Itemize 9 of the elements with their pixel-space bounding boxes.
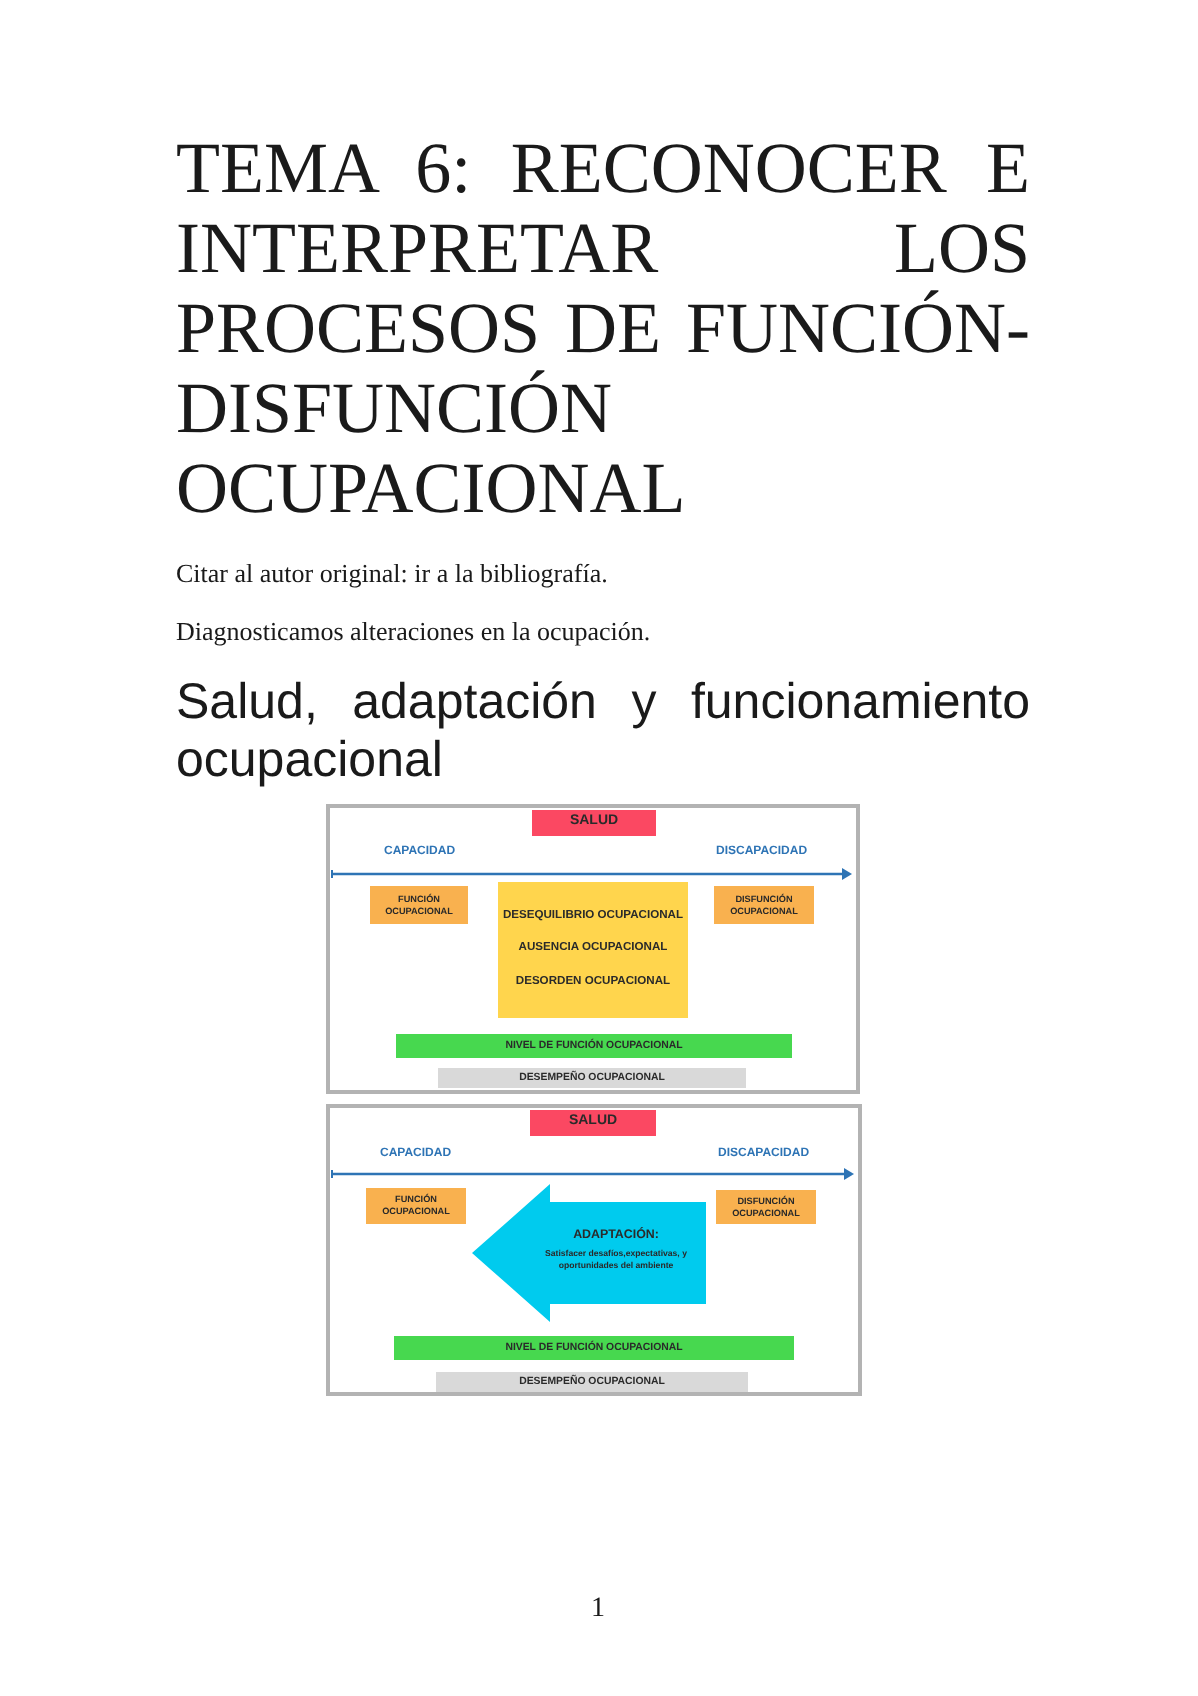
page-number: 1 bbox=[591, 1594, 605, 1626]
body-text: Diagnosticamos alteraciones en la ocupación. bbox=[176, 616, 651, 648]
page-title: TEMA 6: RECONOCER E INTERPRETAR LOS PROCESOS DE FUNCIÓN-DISFUNCIÓN OCUPACIONAL bbox=[176, 128, 1030, 528]
diagram-panel bbox=[326, 804, 860, 1094]
concept-box bbox=[498, 882, 688, 1018]
section-heading: Salud, adaptación y funcionamiento ocupacional bbox=[176, 674, 1030, 790]
body-text: Citar al autor original: ir a la bibliografía. bbox=[176, 558, 608, 590]
block-arrow bbox=[472, 1184, 706, 1322]
diagram-panel bbox=[326, 1104, 862, 1396]
